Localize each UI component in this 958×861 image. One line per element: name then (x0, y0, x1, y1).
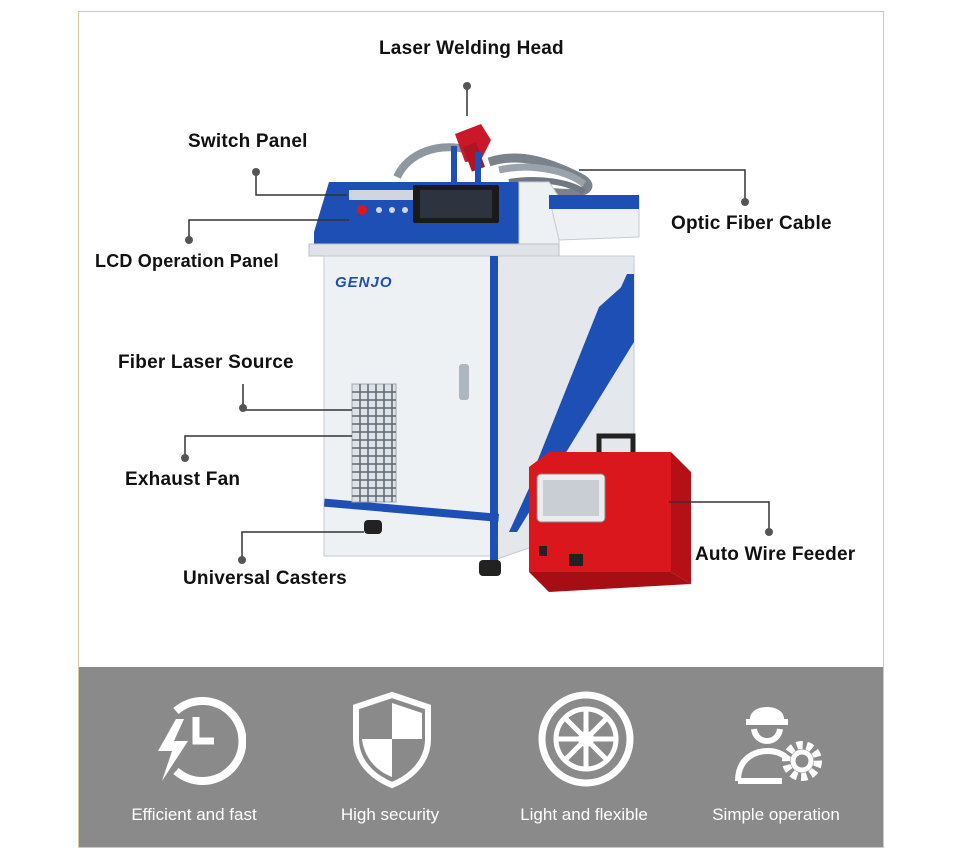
leader-lines (184, 86, 770, 560)
feature-label: Light and flexible (520, 805, 648, 824)
feature-label: Efficient and fast (131, 805, 257, 824)
feature-band: Efficient and fast High security Light a… (79, 667, 883, 847)
dot-switch-panel (252, 168, 260, 176)
shield-icon (353, 691, 431, 789)
worker-gear-icon (735, 707, 822, 784)
label-laser-welding-head: Laser Welding Head (379, 38, 564, 59)
dot-universal-casters (238, 556, 246, 564)
wheel-icon (538, 691, 634, 787)
clock-lightning-icon (158, 697, 246, 785)
feature-simple: Simple operation (681, 667, 871, 847)
machine-top (308, 181, 640, 258)
feature-label: Simple operation (712, 805, 840, 824)
label-auto-wire-feeder: Auto Wire Feeder (695, 544, 856, 565)
label-lcd-operation-panel: LCD Operation Panel (95, 251, 279, 271)
auto-wire-feeder (529, 433, 691, 592)
exhaust-fan-grille (351, 383, 397, 503)
feature-label: High security (340, 805, 440, 824)
dot-lcd-operation-panel (185, 236, 193, 244)
dot-auto-wire-feeder (765, 528, 773, 536)
leader-dots (181, 82, 773, 564)
leader-exhaust-fan (184, 435, 352, 458)
dot-laser-welding-head (463, 82, 471, 90)
leader-optic-fiber-cable (579, 169, 746, 202)
product-frame: GENJO Laser Welding Head Switch Panel Op… (78, 11, 884, 848)
leader-universal-casters (241, 531, 364, 560)
optic-fiber-cable (393, 143, 593, 198)
feature-flexible: Light and flexible (489, 667, 679, 847)
brand-logo: GENJO (335, 274, 393, 291)
machine-diagram: GENJO Laser Welding Head Switch Panel Op… (79, 12, 883, 667)
label-universal-casters: Universal Casters (183, 568, 347, 589)
dot-exhaust-fan (181, 454, 189, 462)
label-exhaust-fan: Exhaust Fan (125, 469, 241, 490)
label-fiber-laser-source: Fiber Laser Source (118, 352, 294, 373)
universal-casters (364, 520, 501, 576)
dot-optic-fiber-cable (741, 198, 749, 206)
laser-welding-head (451, 124, 491, 192)
label-switch-panel: Switch Panel (188, 131, 308, 152)
laser-welding-machine (181, 82, 773, 592)
feature-efficient: Efficient and fast (99, 667, 289, 847)
label-optic-fiber-cable: Optic Fiber Cable (671, 213, 832, 234)
leader-switch-panel (255, 172, 347, 196)
leader-lcd-operation-panel (188, 219, 349, 240)
feature-security: High security (295, 667, 485, 847)
leader-auto-wire-feeder (669, 501, 770, 532)
dot-fiber-laser-source (239, 404, 247, 412)
